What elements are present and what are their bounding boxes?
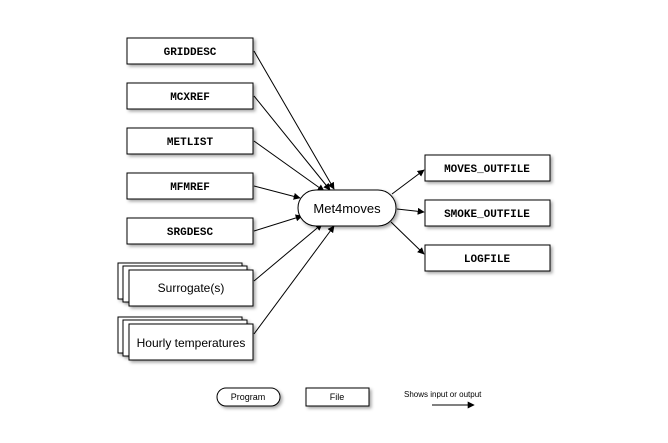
- input-file-mfmref: [126, 172, 254, 200]
- program-met4moves-label: Met4moves: [313, 201, 381, 216]
- arrow-mcxref: [253, 95, 331, 191]
- legend: Program File Shows input or output: [216, 387, 482, 409]
- legend-program-label: Program: [231, 392, 266, 402]
- arrow-griddesc: [253, 50, 335, 190]
- input-file-mcxref: [126, 82, 254, 110]
- input-file-stack-surrogates-label: Surrogate(s): [158, 281, 225, 295]
- arrow-logfile: [390, 221, 425, 255]
- input-file-stack-hourly: [117, 316, 254, 361]
- arrow-metlist: [253, 140, 325, 192]
- arrow-moves-outfile: [391, 169, 425, 195]
- input-file-metlist-label: METLIST: [167, 137, 214, 149]
- input-file-metlist: [126, 127, 254, 155]
- input-file-griddesc-label: GRIDDESC: [164, 47, 217, 59]
- legend-file-shape: [305, 387, 370, 407]
- legend-arrow-label: Shows input or output: [404, 390, 482, 399]
- output-file-smoke-outfile: [424, 199, 551, 227]
- input-arrows: [253, 50, 335, 335]
- arrow-smoke-outfile: [396, 207, 425, 215]
- arrow-surrogates: [253, 223, 323, 282]
- input-file-srgdesc: [126, 217, 254, 245]
- program-met4moves: [297, 189, 397, 227]
- output-file-smoke-outfile-label: SMOKE_OUTFILE: [444, 209, 530, 221]
- input-file-stack-hourly-label: Hourly temperatures: [137, 336, 246, 350]
- legend-file-label: File: [330, 392, 345, 402]
- output-file-logfile-label: LOGFILE: [464, 254, 511, 266]
- input-file-mcxref-label: MCXREF: [170, 92, 210, 104]
- output-file-moves-outfile: [424, 154, 551, 182]
- arrow-hourly: [253, 225, 335, 335]
- output-arrows: [390, 169, 425, 255]
- legend-program-shape: [216, 387, 281, 407]
- input-file-mfmref-label: MFMREF: [170, 182, 210, 194]
- output-file-logfile: [424, 244, 551, 272]
- input-file-griddesc: [126, 37, 254, 65]
- input-file-srgdesc-label: SRGDESC: [167, 227, 214, 239]
- arrow-srgdesc: [253, 214, 303, 232]
- arrow-mfmref: [253, 185, 301, 200]
- output-file-moves-outfile-label: MOVES_OUTFILE: [444, 164, 530, 176]
- input-file-stack-surrogates: [117, 262, 254, 307]
